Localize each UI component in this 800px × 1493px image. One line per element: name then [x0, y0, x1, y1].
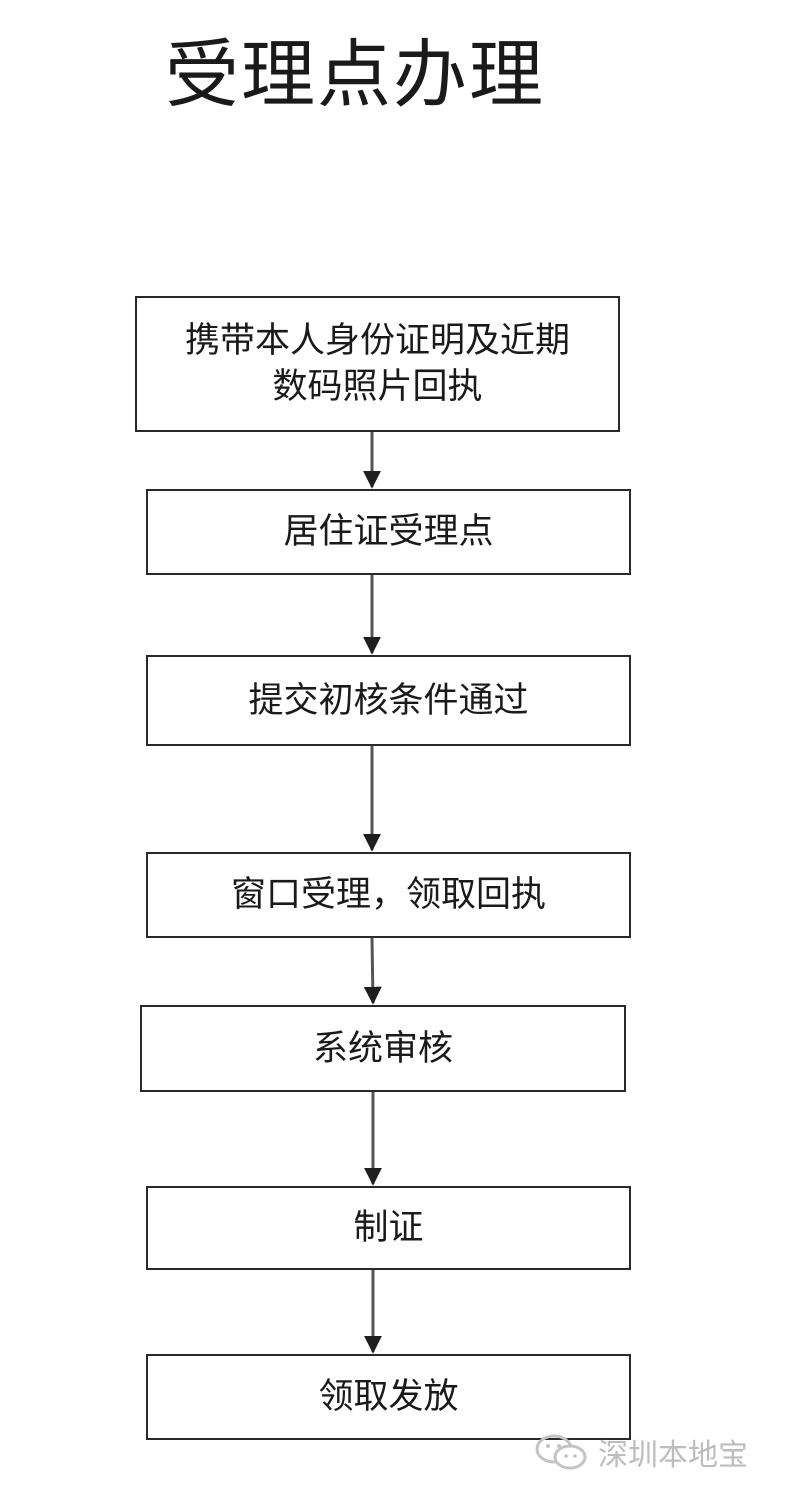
watermark: 深圳本地宝 — [532, 1432, 748, 1473]
wechat-icon — [535, 1434, 587, 1470]
step-3-preliminary-check: 提交初核条件通过 — [146, 655, 631, 746]
arrow-4 — [363, 937, 382, 1005]
page-title: 受理点办理 — [165, 32, 545, 118]
step-7-label: 领取发放 — [318, 1377, 459, 1417]
step-5-label: 系统审核 — [312, 1028, 453, 1069]
step-5-system-review: 系统审核 — [140, 1005, 626, 1092]
step-4-window-acceptance: 窗口受理，领取回执 — [146, 852, 631, 938]
step-2-acceptance-point: 居住证受理点 — [146, 489, 631, 575]
step-1-carry-documents: 携带本人身份证明及近期 数码照片回执 — [135, 296, 620, 432]
step-4-label: 窗口受理，领取回执 — [230, 875, 546, 915]
watermark-text: 深圳本地宝 — [598, 1438, 748, 1473]
step-1-line-2: 数码照片回执 — [272, 367, 483, 407]
step-6-label: 制证 — [353, 1208, 424, 1248]
step-6-card-production: 制证 — [146, 1186, 631, 1270]
step-1-line-1: 携带本人身份证明及近期 — [184, 321, 570, 361]
step-3-label: 提交初核条件通过 — [248, 680, 529, 721]
step-2-label: 居住证受理点 — [283, 512, 494, 552]
step-7-issuance: 领取发放 — [146, 1354, 631, 1440]
